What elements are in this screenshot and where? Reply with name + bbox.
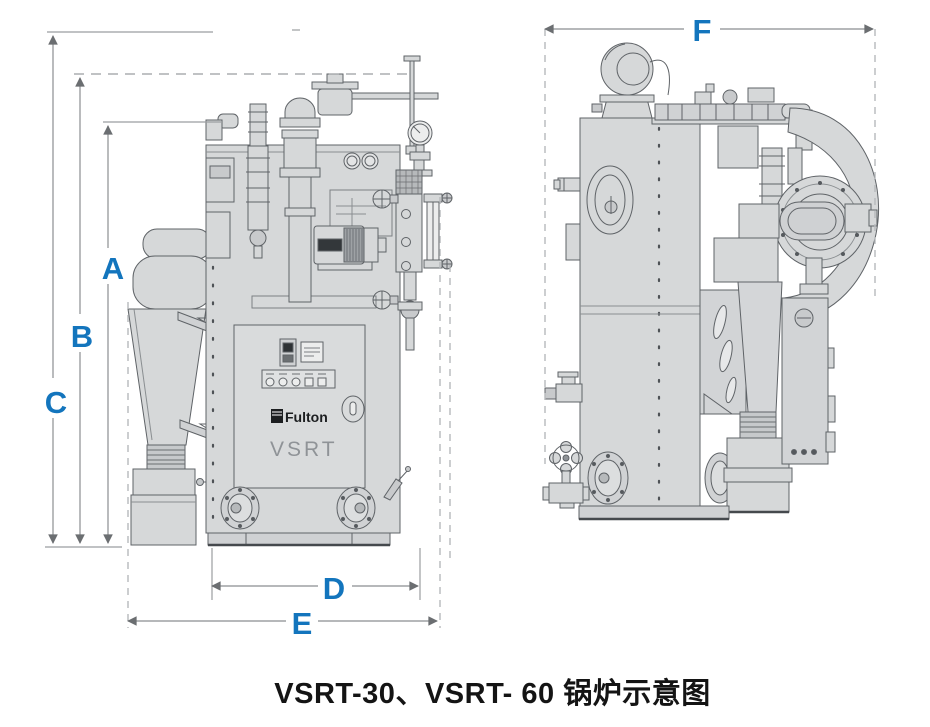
front-view-drawing: Fulton VSRT — [127, 55, 453, 547]
dimension-label-c: C — [45, 385, 67, 420]
brand-label: Fulton — [285, 409, 328, 425]
dimension-label-e: E — [292, 606, 313, 641]
control-switch-strip — [261, 369, 336, 389]
figure-caption: VSRT-30、VSRT- 60 锅炉示意图 — [274, 678, 711, 710]
brand-logo: Fulton — [271, 409, 328, 425]
dimension-label-a: A — [102, 251, 124, 286]
dimension-label-d: D — [323, 571, 345, 606]
top-piping — [651, 83, 815, 212]
exhaust-bellows — [704, 411, 793, 514]
water-level-gauge — [372, 169, 453, 351]
base-skid-side — [578, 505, 730, 521]
pressure-gauge — [407, 120, 433, 177]
manway — [553, 165, 634, 261]
inspection-ports — [343, 152, 379, 170]
bottom-flanges-front — [220, 466, 411, 530]
burner-assembly — [713, 125, 878, 295]
steam-outlet-piping — [205, 97, 321, 303]
base-skid-front — [207, 532, 391, 547]
control-panel: Fulton VSRT — [233, 324, 366, 489]
side-view-drawing — [542, 42, 880, 521]
dimension-label-f: F — [693, 13, 712, 48]
burner-motor — [313, 225, 387, 271]
dimension-annotations: A B C D E F — [45, 13, 876, 641]
bottom-flange-side — [587, 451, 629, 505]
right-panel — [781, 297, 836, 465]
model-label: VSRT — [270, 438, 338, 461]
safety-valve — [311, 55, 439, 155]
dimension-label-b: B — [71, 319, 93, 354]
side-valves — [542, 371, 590, 509]
duct-transition-vanes — [699, 281, 783, 415]
panel-keyhole — [341, 395, 365, 423]
